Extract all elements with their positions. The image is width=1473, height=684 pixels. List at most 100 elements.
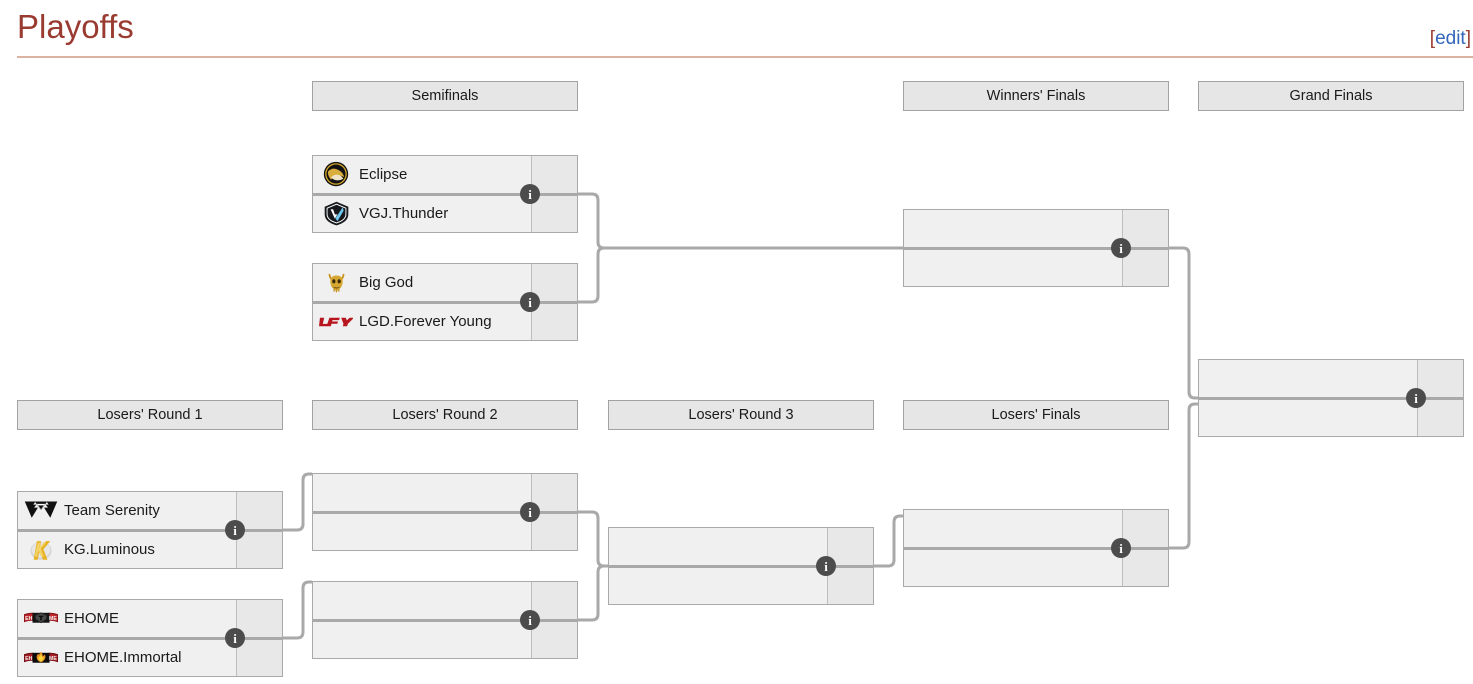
team-score <box>236 600 282 637</box>
edit-section-link[interactable]: [edit] <box>1430 28 1471 50</box>
team-name: Big God <box>359 273 414 291</box>
team-entry[interactable] <box>904 250 1122 287</box>
team-entry[interactable] <box>313 474 531 511</box>
svg-text:EH: EH <box>25 616 32 622</box>
team-score <box>1122 510 1168 547</box>
team-score <box>531 474 577 511</box>
match-row[interactable] <box>904 510 1168 550</box>
team-score <box>531 621 577 658</box>
team-entry[interactable] <box>1199 400 1417 437</box>
lfy-logo <box>319 309 353 335</box>
info-icon[interactable]: i <box>1111 538 1131 558</box>
connector-line-4 <box>1169 402 1198 550</box>
eclipse-logo <box>319 161 353 187</box>
connector-line-2 <box>578 246 903 304</box>
team-name: EHOME.Immortal <box>64 649 182 667</box>
round-header-label: Losers' Finals <box>991 407 1081 423</box>
round-header-label: Losers' Round 3 <box>688 407 794 423</box>
team-entry[interactable] <box>1199 360 1417 397</box>
match-row[interactable] <box>1199 360 1463 400</box>
team-entry[interactable] <box>904 510 1122 547</box>
match-row[interactable] <box>609 528 873 568</box>
team-score <box>531 195 577 232</box>
round-header-label: Grand Finals <box>1289 88 1373 104</box>
vgj-thunder-logo <box>319 201 353 227</box>
match-row[interactable]: KG.Luminous <box>18 531 282 569</box>
round-header-losers-round-3[interactable]: Losers' Round 3 <box>608 400 874 430</box>
team-entry[interactable] <box>904 550 1122 587</box>
edit-bracket-open: [ <box>1429 28 1436 49</box>
team-name: EHOME <box>64 609 120 627</box>
info-icon[interactable]: i <box>520 502 540 522</box>
round-header-label: Winners' Finals <box>986 88 1086 104</box>
team-entry[interactable] <box>609 528 827 565</box>
round-header-grand-finals[interactable]: Grand Finals <box>1198 81 1464 111</box>
team-entry[interactable]: EH ME EHOME <box>18 600 236 637</box>
team-score <box>236 531 282 568</box>
match-row[interactable] <box>904 549 1168 587</box>
team-entry[interactable]: Big God <box>313 264 531 301</box>
team-score <box>531 303 577 340</box>
team-entry[interactable] <box>313 514 531 551</box>
info-icon[interactable]: i <box>520 610 540 630</box>
team-score <box>1417 360 1463 397</box>
team-score <box>827 567 873 604</box>
round-header-losers-round-1[interactable]: Losers' Round 1 <box>17 400 283 430</box>
match-row[interactable] <box>313 513 577 551</box>
team-entry[interactable] <box>313 622 531 659</box>
round-header-label: Losers' Round 1 <box>97 407 203 423</box>
team-score <box>531 513 577 550</box>
edit-link-label[interactable]: edit <box>1435 28 1466 49</box>
match-row[interactable]: Team Serenity <box>18 492 282 532</box>
team-entry[interactable] <box>904 210 1122 247</box>
info-icon[interactable]: i <box>520 184 540 204</box>
match-row[interactable] <box>609 567 873 605</box>
team-entry[interactable]: Eclipse <box>313 156 531 193</box>
info-icon[interactable]: i <box>1111 238 1131 258</box>
match-row[interactable] <box>1199 399 1463 437</box>
team-score <box>531 156 577 193</box>
info-icon[interactable]: i <box>225 628 245 648</box>
info-icon[interactable]: i <box>225 520 245 540</box>
match-row[interactable]: LGD.Forever Young <box>313 303 577 341</box>
team-score <box>236 492 282 529</box>
connector-line-7 <box>578 510 608 568</box>
match-row[interactable]: Eclipse <box>313 156 577 196</box>
svg-text:ME: ME <box>49 656 57 662</box>
info-icon[interactable]: i <box>816 556 836 576</box>
team-entry[interactable]: Team Serenity <box>18 492 236 529</box>
match-row[interactable]: EH ME EHOME <box>18 600 282 640</box>
round-header-semifinals[interactable]: Semifinals <box>312 81 578 111</box>
team-entry[interactable]: LGD.Forever Young <box>313 304 531 341</box>
match-row[interactable] <box>904 249 1168 287</box>
match-row[interactable] <box>313 474 577 514</box>
team-name: LGD.Forever Young <box>359 313 492 331</box>
round-header-losers-finals[interactable]: Losers' Finals <box>903 400 1169 430</box>
team-entry[interactable] <box>313 582 531 619</box>
kg-luminous-logo <box>24 537 58 563</box>
info-icon[interactable]: i <box>1406 388 1426 408</box>
team-serenity-logo <box>24 497 58 523</box>
round-header-winners-finals[interactable]: Winners' Finals <box>903 81 1169 111</box>
match-row[interactable]: VGJ.Thunder <box>313 195 577 233</box>
match-row[interactable] <box>904 210 1168 250</box>
team-score <box>1122 249 1168 286</box>
info-icon[interactable]: i <box>520 292 540 312</box>
svg-text:ME: ME <box>49 616 57 622</box>
match-row[interactable]: Big God <box>313 264 577 304</box>
connector-line-8 <box>578 564 608 622</box>
connector-line-9 <box>874 514 903 568</box>
team-score <box>1122 210 1168 247</box>
team-entry[interactable]: VGJ.Thunder <box>313 196 531 233</box>
team-entry[interactable] <box>609 568 827 605</box>
round-header-losers-round-2[interactable]: Losers' Round 2 <box>312 400 578 430</box>
team-entry[interactable]: KG.Luminous <box>18 532 236 569</box>
match-row[interactable] <box>313 582 577 622</box>
team-score <box>531 582 577 619</box>
match-row[interactable] <box>313 621 577 659</box>
match-lr2-2[interactable] <box>312 581 578 659</box>
